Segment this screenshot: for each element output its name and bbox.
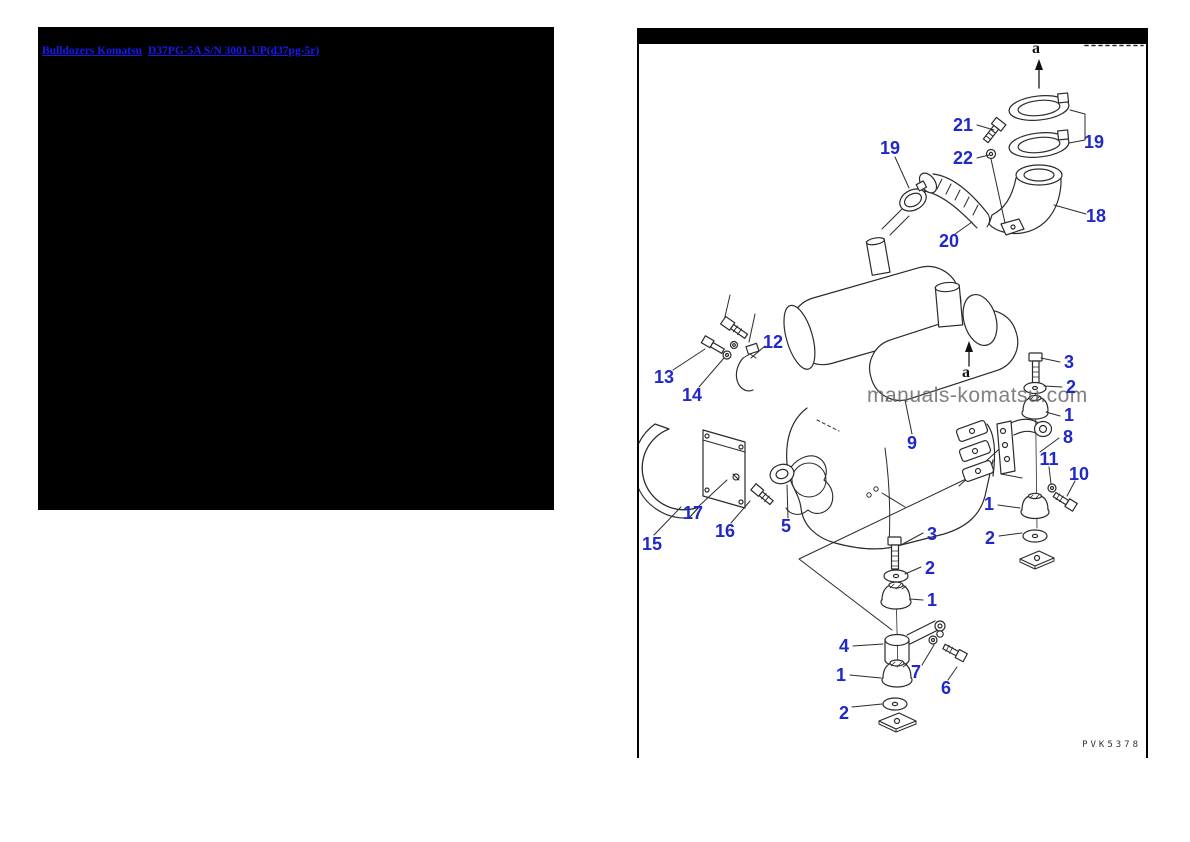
part-callout-4: 4 [838,636,850,656]
part-callout-14: 14 [681,385,703,405]
part-callout-7: 7 [910,662,922,682]
part-callout-2: 2 [984,528,996,548]
breadcrumb-link-model[interactable]: D37PG-5A S/N 3001-UP(d37pg-5r) [148,45,320,57]
part-callout-9: 9 [906,433,918,453]
part-callout-8: 8 [1062,427,1074,447]
part-callout-20: 20 [938,231,960,251]
ref-letter-a: a [962,364,970,381]
part-callout-1: 1 [1063,405,1075,425]
part-callout-2: 2 [838,703,850,723]
diagram-top-bar [637,28,1148,44]
part-callout-1: 1 [926,590,938,610]
breadcrumb-link-brand[interactable]: Bulldozers Komatsu [42,45,142,57]
part-callout-3: 3 [926,524,938,544]
part-callout-17: 17 [682,503,704,523]
plate-code: PVK5378 [1082,740,1141,750]
part-callout-15: 15 [641,534,663,554]
part-callout-13: 13 [653,367,675,387]
part-callout-19: 19 [879,138,901,158]
part-callout-1: 1 [835,665,847,685]
part-callout-18: 18 [1085,206,1107,226]
thumbnail-panel: Bulldozers Komatsu D37PG-5A S/N 3001-UP(d… [38,27,554,510]
part-callout-22: 22 [952,148,974,168]
part-callout-10: 10 [1068,464,1090,484]
part-callout-19: 19 [1083,132,1105,152]
part-callout-5: 5 [780,516,792,536]
part-callout-6: 6 [940,678,952,698]
part-callout-11: 11 [1039,449,1059,469]
diagram-line-art [639,44,1144,733]
part-callout-2: 2 [924,558,936,578]
part-callout-1: 1 [983,494,995,514]
breadcrumb: Bulldozers Komatsu D37PG-5A S/N 3001-UP(d… [42,41,325,59]
part-callout-16: 16 [714,521,736,541]
part-callout-2: 2 [1065,377,1077,397]
part-callout-12: 12 [762,332,784,352]
part-callout-3: 3 [1063,352,1075,372]
watermark: manuals-komatsu.com [867,384,1088,407]
ref-letter-a: a [1032,40,1040,57]
part-callout-21: 21 [952,115,974,135]
